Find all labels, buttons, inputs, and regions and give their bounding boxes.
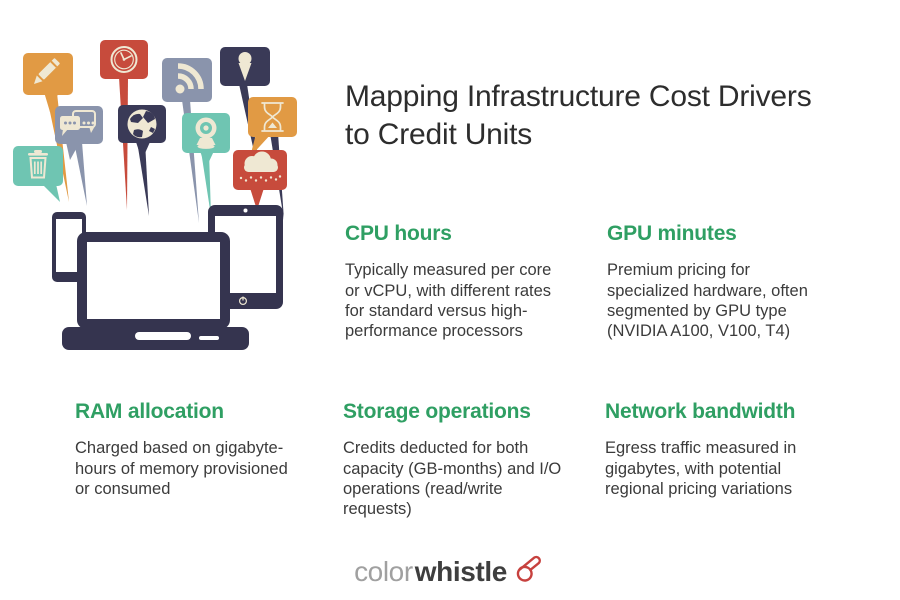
section-heading-cpu-hours: CPU hours — [345, 222, 452, 245]
section-storage-operations: Storage operations Credits deducted for … — [343, 400, 571, 520]
clock-icon — [100, 40, 148, 79]
webcam-icon — [182, 113, 230, 168]
section-heading-storage-operations: Storage operations — [343, 400, 531, 423]
globe-icon — [118, 105, 166, 160]
trash-icon — [13, 146, 63, 202]
section-heading-gpu-minutes: GPU minutes — [607, 222, 737, 245]
logo-text-prefix: color — [354, 556, 413, 587]
section-heading-network-bandwidth: Network bandwidth — [605, 400, 796, 423]
section-gpu-minutes: GPU minutes Premium pricing for speciali… — [607, 222, 833, 342]
section-body-cpu-hours: Typically measured per core or vCPU, wit… — [345, 261, 552, 341]
section-cpu-hours: CPU hours Typically measured per core or… — [345, 222, 569, 342]
rss-icon — [162, 58, 212, 102]
section-body-network-bandwidth: Egress traffic measured in gigabytes, wi… — [605, 439, 797, 498]
logo-text-suffix: whistle — [414, 556, 508, 587]
section-body-ram-allocation: Charged based on gigabyte-hours of memor… — [75, 439, 288, 498]
laptop — [62, 232, 249, 350]
whistle-icon — [516, 555, 541, 582]
section-network-bandwidth: Network bandwidth Egress traffic measure… — [605, 400, 842, 499]
ice-cream-icon — [220, 47, 270, 86]
section-ram-allocation: RAM allocation Charged based on gigabyte… — [75, 400, 289, 499]
rain-cloud-icon — [233, 150, 287, 210]
section-body-storage-operations: Credits deducted for both capacity (GB-m… — [343, 439, 562, 519]
pencil-icon — [23, 53, 73, 112]
devices-icons-illustration — [13, 40, 297, 350]
page-title: Mapping Infrastructure Cost Drivers to C… — [345, 80, 812, 152]
chat-icon — [55, 106, 103, 160]
section-heading-ram-allocation: RAM allocation — [75, 400, 224, 423]
section-body-gpu-minutes: Premium pricing for specialized hardware… — [607, 261, 808, 341]
